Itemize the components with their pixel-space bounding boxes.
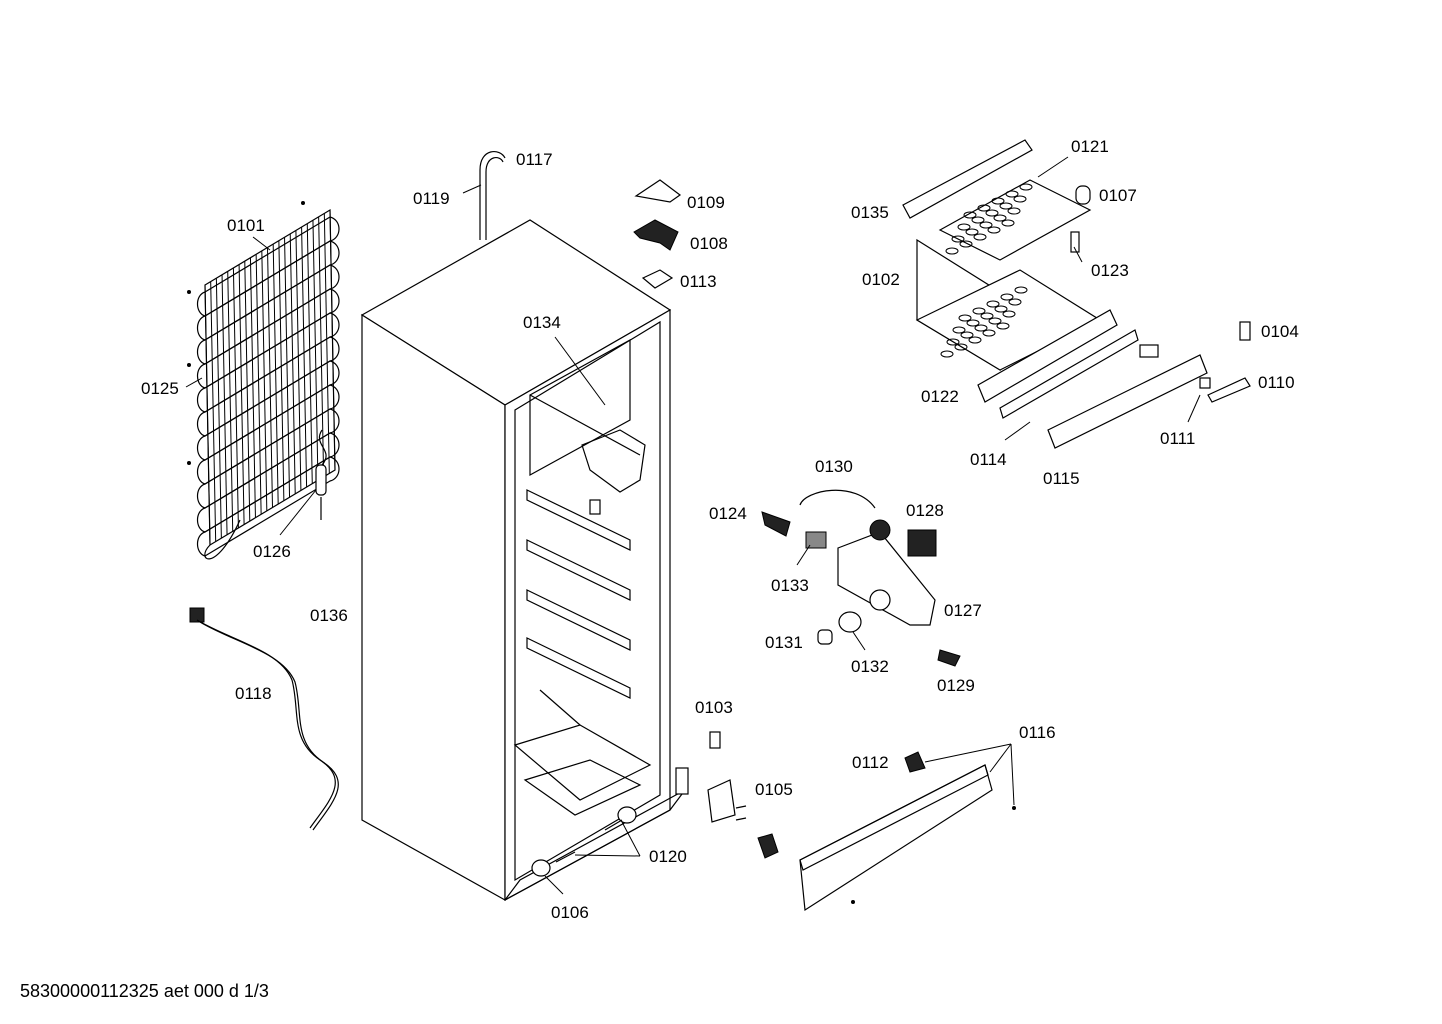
evaporator-assembly	[902, 139, 1102, 372]
label-0111: 0111	[1160, 429, 1195, 448]
label-0125: 0125	[141, 379, 179, 398]
feet-and-brackets	[531, 731, 779, 877]
label-0105: 0105	[755, 780, 793, 799]
label-0114: 0114	[970, 450, 1007, 469]
label-0115: 0115	[1043, 469, 1080, 488]
drain-tube	[479, 151, 506, 240]
filter-drier	[315, 464, 327, 520]
drawing-number: 58300000112325 aet 000 d 1/3	[20, 981, 269, 1001]
label-0120: 0120	[649, 847, 687, 866]
label-0128: 0128	[906, 501, 944, 520]
label-0129: 0129	[937, 676, 975, 695]
label-0123: 0123	[1091, 261, 1129, 280]
condenser-coil	[187, 201, 340, 560]
label-0134: 0134	[523, 313, 561, 332]
leader-0123	[1073, 246, 1083, 263]
leader-0101	[252, 236, 271, 251]
part-0108-hinge	[633, 219, 679, 251]
leader-0120b	[621, 821, 641, 857]
label-0107: 0107	[1099, 186, 1137, 205]
label-0113: 0113	[680, 272, 717, 291]
leader-0134	[554, 336, 606, 406]
label-0118: 0118	[235, 684, 272, 703]
freezer-front-strip	[977, 309, 1251, 449]
leader-0132	[852, 631, 866, 651]
label-0124: 0124	[709, 504, 747, 523]
label-0130: 0130	[815, 457, 853, 476]
label-0108: 0108	[690, 234, 728, 253]
label-0112: 0112	[852, 753, 889, 772]
label-0131: 0131	[765, 633, 803, 652]
cabinet-body	[360, 219, 689, 902]
label-0119: 0119	[413, 189, 450, 208]
leader-0114	[1004, 421, 1031, 441]
thermostat-group	[761, 489, 961, 667]
label-0135: 0135	[851, 203, 889, 222]
part-labels: 0101 0102 0103 0104 0105 0106 0107 0108 …	[141, 137, 1299, 922]
leader-0106	[544, 875, 564, 895]
label-0116: 0116	[1019, 723, 1056, 742]
leader-0116c	[1010, 743, 1015, 806]
label-0121: 0121	[1071, 137, 1109, 156]
label-0102: 0102	[862, 270, 900, 289]
leader-0119	[462, 184, 482, 194]
leader-0133	[796, 544, 811, 566]
label-0104: 0104	[1261, 322, 1299, 341]
leader-0121	[1037, 156, 1069, 178]
label-0122: 0122	[921, 387, 959, 406]
leader-0126	[279, 489, 317, 536]
leader-0120a	[574, 854, 641, 857]
label-0101: 0101	[227, 216, 265, 235]
label-0132: 0132	[851, 657, 889, 676]
kick-plate	[799, 751, 1016, 912]
leader-0125	[185, 377, 203, 388]
label-0109: 0109	[687, 193, 725, 212]
part-0109-cover	[634, 179, 682, 203]
label-0117: 0117	[516, 150, 553, 169]
label-0127: 0127	[944, 601, 982, 620]
leader-0111	[1187, 394, 1201, 423]
label-0106: 0106	[551, 903, 589, 922]
label-0133: 0133	[771, 576, 809, 595]
leader-0116b	[989, 743, 1012, 773]
label-0126: 0126	[253, 542, 291, 561]
label-0136: 0136	[310, 606, 348, 625]
label-0103: 0103	[695, 698, 733, 717]
power-cord	[189, 607, 339, 831]
part-0113-plate	[641, 269, 674, 289]
leader-0116a	[924, 743, 1012, 763]
label-0110: 0110	[1258, 373, 1295, 392]
